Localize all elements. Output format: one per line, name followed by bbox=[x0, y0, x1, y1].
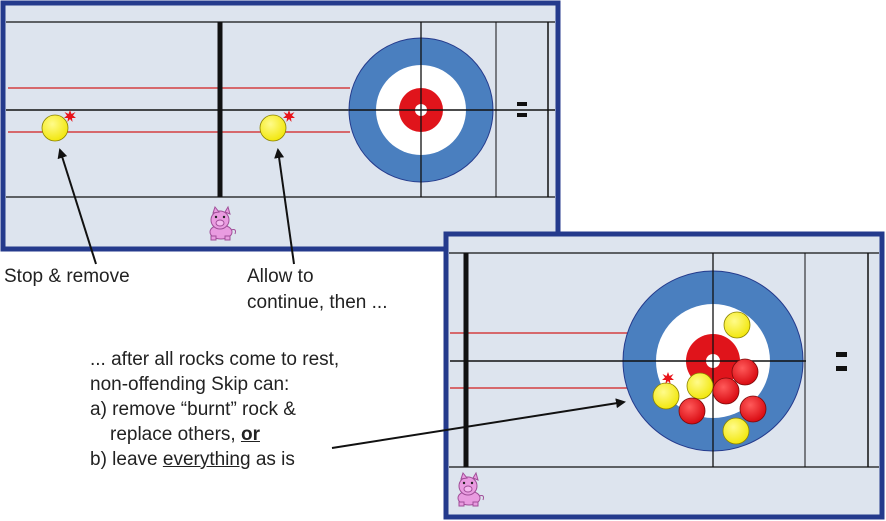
label-stop-and-remove: Stop & remove bbox=[4, 266, 130, 287]
red-starburst-icon bbox=[64, 110, 76, 122]
label-allow-line2: continue, then ... bbox=[247, 292, 388, 313]
option-b-suffix: as is bbox=[250, 449, 295, 470]
rock-continuing bbox=[259, 114, 287, 142]
red-rock bbox=[678, 397, 706, 425]
sheet-panel-top bbox=[0, 0, 561, 252]
arrow-option-a bbox=[331, 398, 626, 449]
yellow-rock bbox=[686, 372, 714, 400]
two-bar-hack-icon bbox=[517, 102, 527, 117]
red-starburst-icon bbox=[283, 110, 295, 122]
arrow-allow bbox=[274, 148, 295, 265]
label-option-b: b) leave everything as is bbox=[90, 447, 295, 472]
option-b-prefix: b) leave bbox=[90, 449, 163, 470]
label-allow-line1: Allow to bbox=[247, 266, 314, 287]
rocks-at-rest bbox=[652, 311, 767, 445]
yellow-rock bbox=[723, 311, 751, 339]
option-a-or-text: or bbox=[240, 424, 260, 445]
label-rest-line1: ... after all rocks come to rest, bbox=[90, 349, 340, 370]
red-starburst-icon bbox=[662, 372, 674, 384]
arrow-stop bbox=[57, 148, 97, 265]
red-rock bbox=[731, 358, 759, 386]
rock-stopped bbox=[41, 114, 69, 142]
yellow-rock bbox=[652, 382, 680, 410]
label-option-a-line1: a) remove “burnt” rock & bbox=[90, 399, 296, 420]
red-rock bbox=[712, 377, 740, 405]
sheet-panel-bottom bbox=[443, 231, 885, 520]
yellow-rock bbox=[722, 417, 750, 445]
option-b-everything: everything bbox=[162, 449, 251, 470]
label-rest-line2: non-offending Skip can: bbox=[90, 374, 290, 395]
two-bar-hack-icon bbox=[836, 352, 847, 371]
option-a-replace-text: replace others, bbox=[110, 424, 236, 445]
red-rock bbox=[739, 395, 767, 423]
label-option-a-line2: replace others, or bbox=[110, 422, 260, 447]
